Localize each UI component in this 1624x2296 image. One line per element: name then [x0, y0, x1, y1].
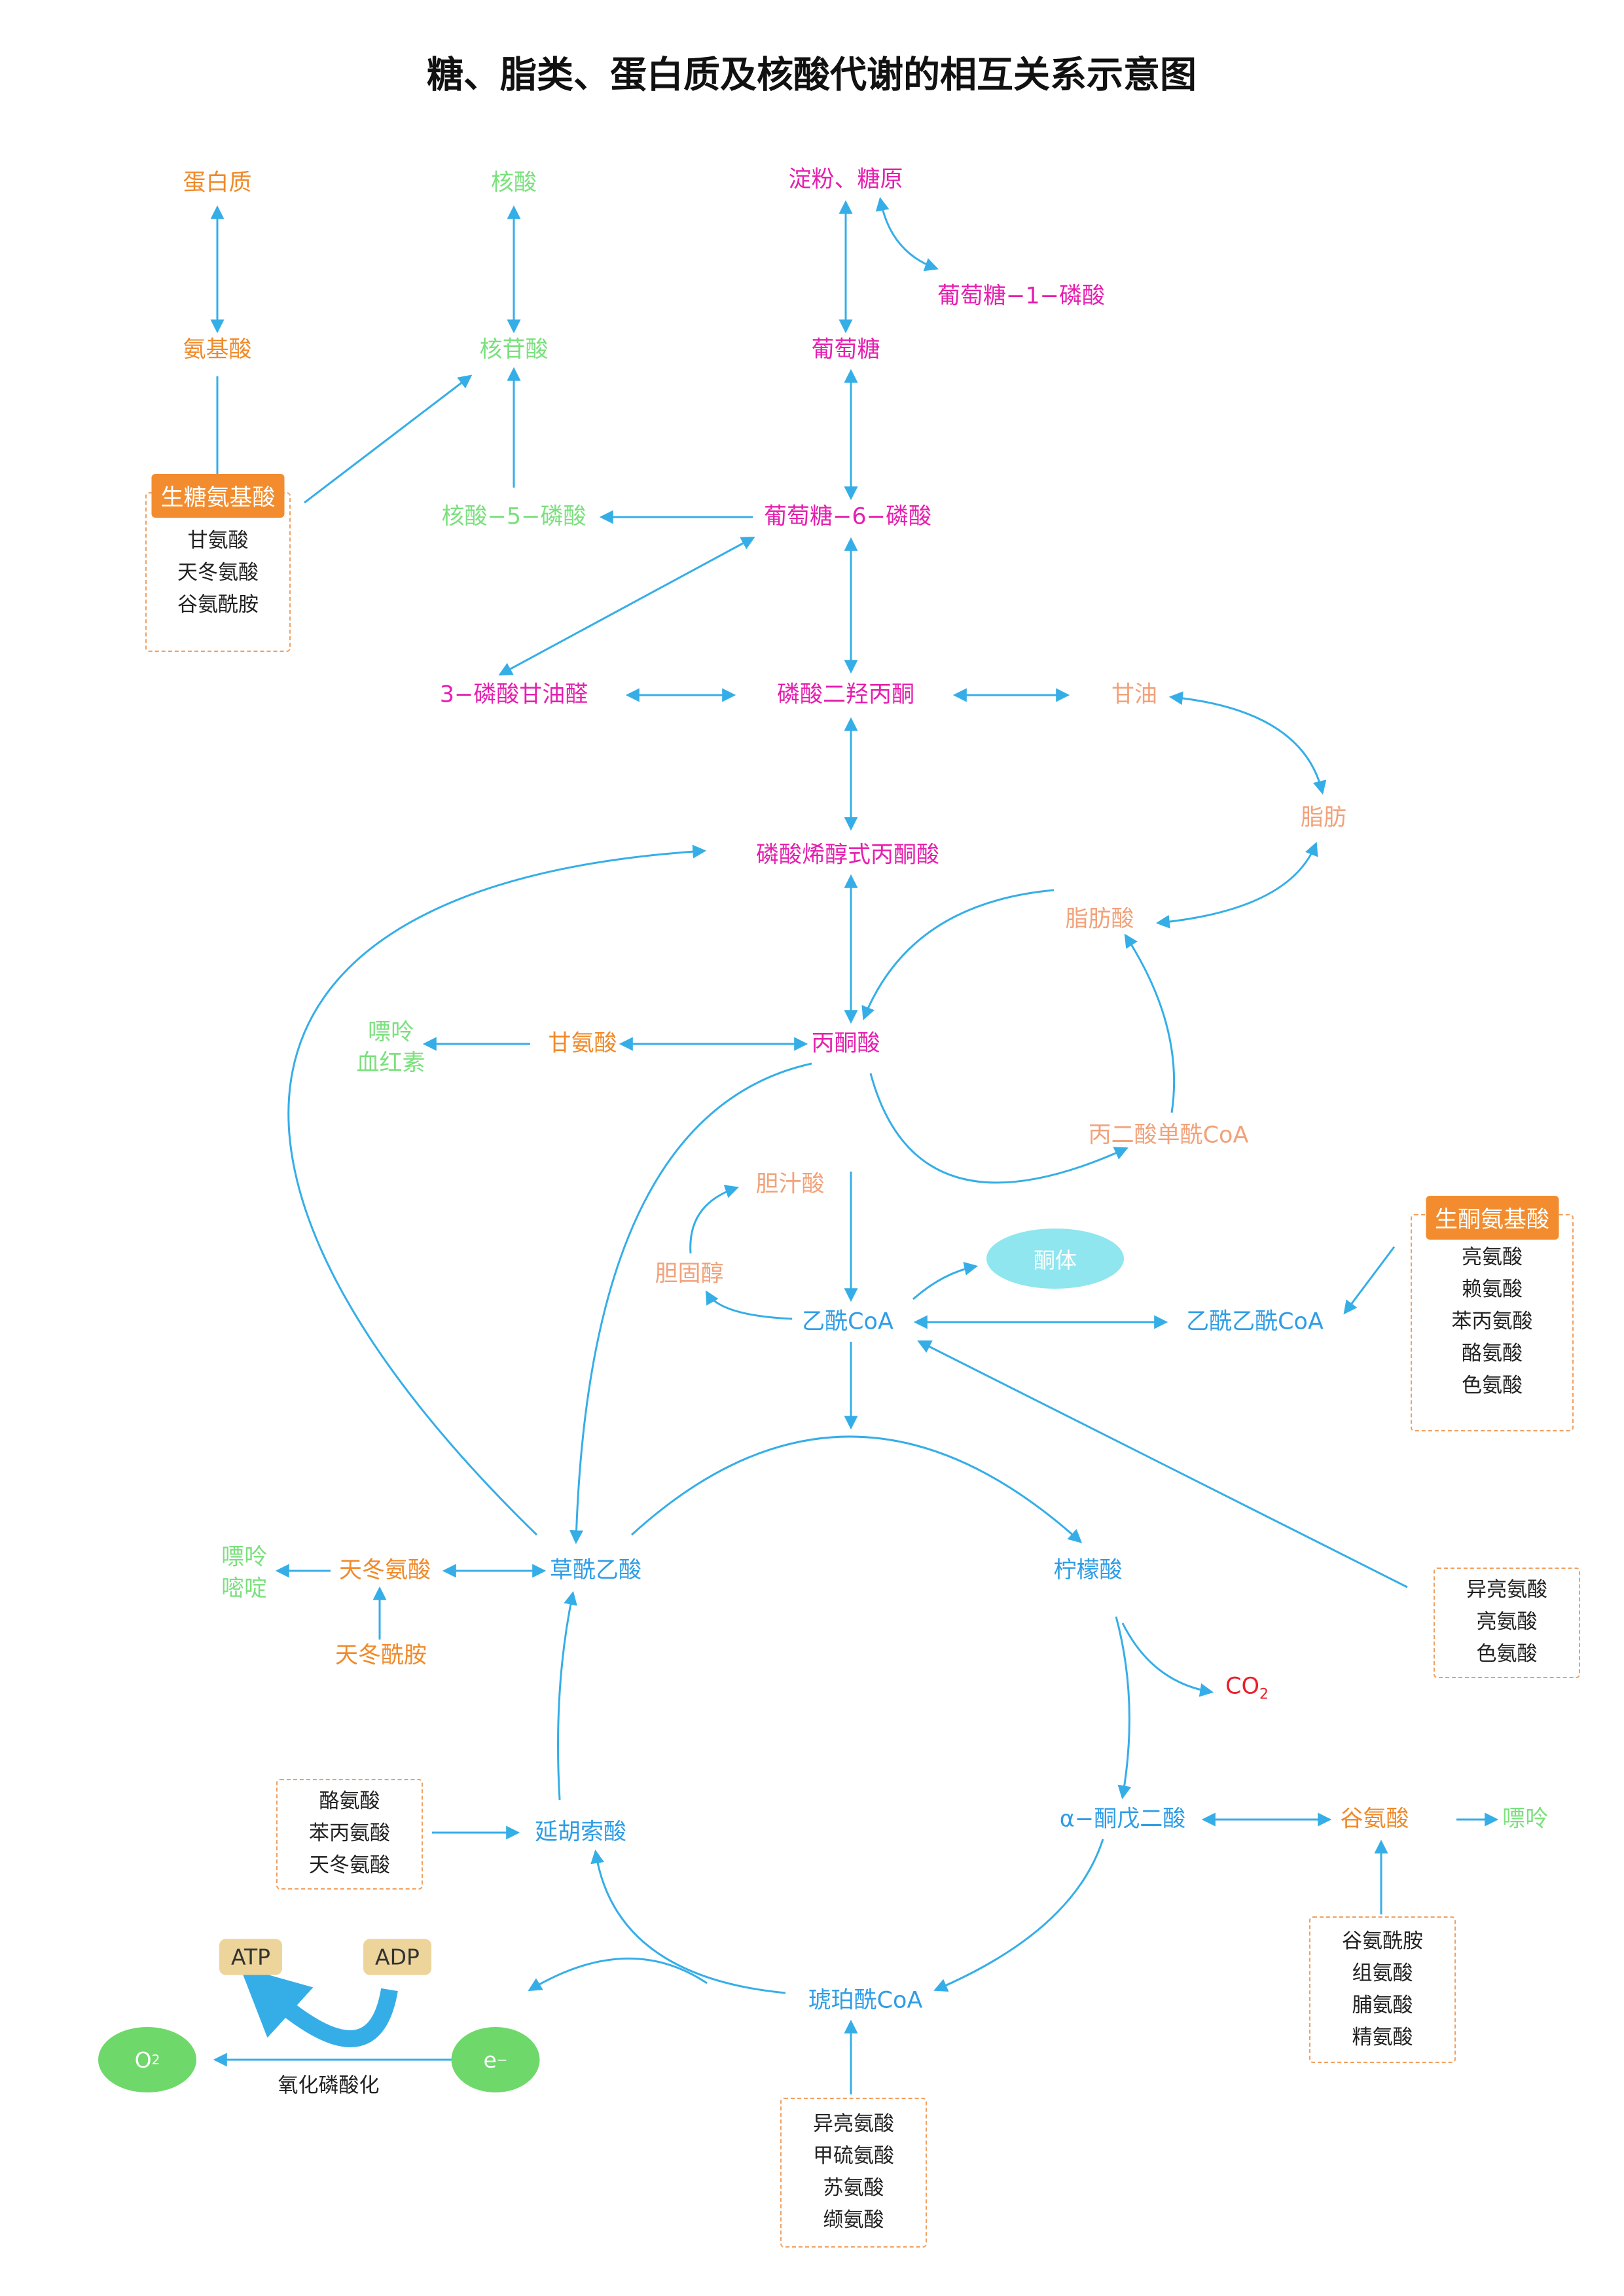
node-co2: CO2: [1225, 1673, 1269, 1703]
arrow-fat-fattyacid: [1155, 842, 1318, 929]
ketogenic-box-header: 生酮氨基酸: [1425, 1196, 1559, 1240]
list-item: 甘氨酸: [187, 529, 249, 552]
node-dhap: 磷酸二羟丙酮: [776, 681, 915, 708]
arrow-glycerol-fat: [1168, 691, 1327, 795]
list-item: 苯丙氨酸: [309, 1821, 390, 1845]
adp-pill: ADP: [363, 1939, 431, 1975]
node-cholesterol: 胆固醇: [655, 1261, 724, 1287]
arrow-starch-g1p: [875, 196, 939, 272]
node-nucleic-acid: 核酸: [490, 170, 537, 196]
node-glutamate: 谷氨酸: [1340, 1806, 1409, 1833]
electron-oval: e−: [451, 2027, 540, 2092]
node-oxaloacetate: 草酰乙酸: [549, 1557, 642, 1584]
arrow-malonyl-fattyacid: [1124, 933, 1176, 1113]
node-glucose-1-phosphate: 葡萄糖−1−磷酸: [937, 283, 1105, 310]
arrow-acetylcoa-cholesterol: [705, 1290, 793, 1320]
list-item: 酪氨酸: [319, 1789, 380, 1813]
node-protein: 蛋白质: [183, 170, 252, 196]
list-item: 组氨酸: [1352, 1962, 1413, 1985]
node-glucose: 葡萄糖: [811, 336, 880, 363]
glucogenic-amino-acids-box: 生糖氨基酸 甘氨酸 天冬氨酸 谷氨酰胺: [145, 474, 291, 652]
arrow-ketogenic-acetoacetyl: [1343, 1246, 1396, 1315]
node-citrate: 柠檬酸: [1053, 1557, 1123, 1584]
node-asparagine: 天冬酰胺: [334, 1642, 427, 1669]
arrow-fattyacid-pyruvate: [861, 889, 1055, 1020]
list-item: 脯氨酸: [1352, 1994, 1413, 2017]
arrow-succinyl-electron: [528, 1957, 708, 1992]
list-item: 亮氨酸: [1462, 1246, 1523, 1269]
node-starch-glycogen: 淀粉、糖原: [788, 166, 903, 193]
label-oxidative-phosphorylation: 氧化磷酸化: [278, 2073, 380, 2098]
list-item: 谷氨酰胺: [177, 593, 259, 617]
arrow-pyruvate-oxaloacetate: [569, 1062, 812, 1545]
list-item: 甲硫氨酸: [813, 2144, 894, 2168]
node-ribose-5-phosphate: 核酸−5−磷酸: [441, 503, 586, 530]
arrow-pyruvate-malonyl: [869, 1073, 1128, 1184]
list-item: 天冬氨酸: [309, 1854, 390, 1877]
list-item: 谷氨酰胺: [1342, 1929, 1423, 1953]
list-item: 亮氨酸: [1476, 1610, 1538, 1634]
arrow-citrate-akg: [1115, 1616, 1132, 1800]
list-item: 缬氨酸: [823, 2208, 884, 2232]
node-amino-acid: 氨基酸: [183, 336, 252, 363]
node-fat: 脂肪: [1300, 804, 1347, 831]
node-pep: 磷酸烯醇式丙酮酸: [755, 842, 940, 869]
node-purine-c: 嘌呤: [1502, 1806, 1549, 1833]
arrow-oxaloacetate-citrate: [630, 1435, 1083, 1543]
list-item: 赖氨酸: [1462, 1278, 1523, 1301]
arrow-adp-atp: [240, 1967, 398, 2047]
node-malonyl-coa: 丙二酸单酰CoA: [1088, 1122, 1249, 1149]
list-item: 异亮氨酸: [813, 2112, 894, 2136]
node-pyrimidine: 嘧啶: [221, 1575, 268, 1602]
list-item: 苯丙氨酸: [1451, 1310, 1533, 1333]
glucogenic-box-header: 生糖氨基酸: [151, 474, 285, 518]
arrow-citrate-co2: [1121, 1623, 1214, 1697]
ketone-body-oval: 酮体: [986, 1229, 1124, 1289]
fumarate-source-amino-acids-box: 酪氨酸 苯丙氨酸 天冬氨酸: [276, 1779, 423, 1890]
list-item: 酪氨酸: [1462, 1342, 1523, 1365]
list-item: 色氨酸: [1462, 1374, 1523, 1397]
node-fumarate: 延胡索酸: [534, 1819, 627, 1846]
node-succinyl-coa: 琥珀酰CoA: [808, 1987, 923, 2014]
node-purine-b: 嘌呤: [221, 1544, 268, 1571]
arrow-succinyl-fumarate: [590, 1849, 786, 1994]
glutamate-source-amino-acids-box: 谷氨酰胺 组氨酸 脯氨酸 精氨酸: [1309, 1916, 1456, 2063]
node-glycerol: 甘油: [1111, 681, 1158, 708]
arrow-oxaloacetate-pep: [287, 844, 707, 1536]
node-heme: 血红素: [356, 1050, 425, 1077]
node-g3p: 3−磷酸甘油醛: [439, 681, 588, 708]
arrow-akg-succinyl: [933, 1839, 1104, 1992]
arrow-fumarate-oxaloacetate: [557, 1590, 577, 1801]
node-purine-a: 嘌呤: [367, 1019, 414, 1046]
node-alpha-ketoglutarate: α−酮戊二酸: [1059, 1806, 1186, 1833]
node-glycine: 甘氨酸: [548, 1030, 617, 1057]
arrow-acetylsrc-acetylcoa: [917, 1340, 1408, 1588]
node-aspartate: 天冬氨酸: [338, 1557, 431, 1584]
list-item: 色氨酸: [1476, 1642, 1538, 1666]
arrow-g6p-g3p: [498, 537, 755, 675]
node-nucleotide: 核苷酸: [479, 336, 549, 363]
arrow-acetylcoa-ketone: [912, 1262, 979, 1300]
atp-pill: ATP: [219, 1939, 283, 1975]
ketogenic-amino-acids-box: 生酮氨基酸 亮氨酸 赖氨酸 苯丙氨酸 酪氨酸 色氨酸: [1411, 1196, 1574, 1431]
succinyl-source-amino-acids-box: 异亮氨酸 甲硫氨酸 苏氨酸 缬氨酸: [780, 2098, 927, 2248]
arrow-cholesterol-bile: [689, 1185, 739, 1254]
node-glucose-6-phosphate: 葡萄糖−6−磷酸: [764, 503, 931, 530]
acetyl-source-amino-acids-box: 异亮氨酸 亮氨酸 色氨酸: [1434, 1568, 1580, 1678]
node-acetoacetyl-coa: 乙酰乙酰CoA: [1186, 1308, 1324, 1335]
page-title: 糖、脂类、蛋白质及核酸代谢的相互关系示意图: [427, 54, 1197, 97]
list-item: 异亮氨酸: [1466, 1578, 1547, 1602]
node-pyruvate: 丙酮酸: [811, 1030, 880, 1057]
arrow-glucogenic-nucleotide: [304, 374, 473, 504]
node-bile-acid: 胆汁酸: [755, 1171, 825, 1198]
node-acetyl-coa: 乙酰CoA: [802, 1308, 893, 1335]
list-item: 苏氨酸: [823, 2176, 884, 2200]
list-item: 天冬氨酸: [177, 561, 259, 584]
node-fatty-acid: 脂肪酸: [1065, 906, 1134, 933]
list-item: 精氨酸: [1352, 2026, 1413, 2049]
